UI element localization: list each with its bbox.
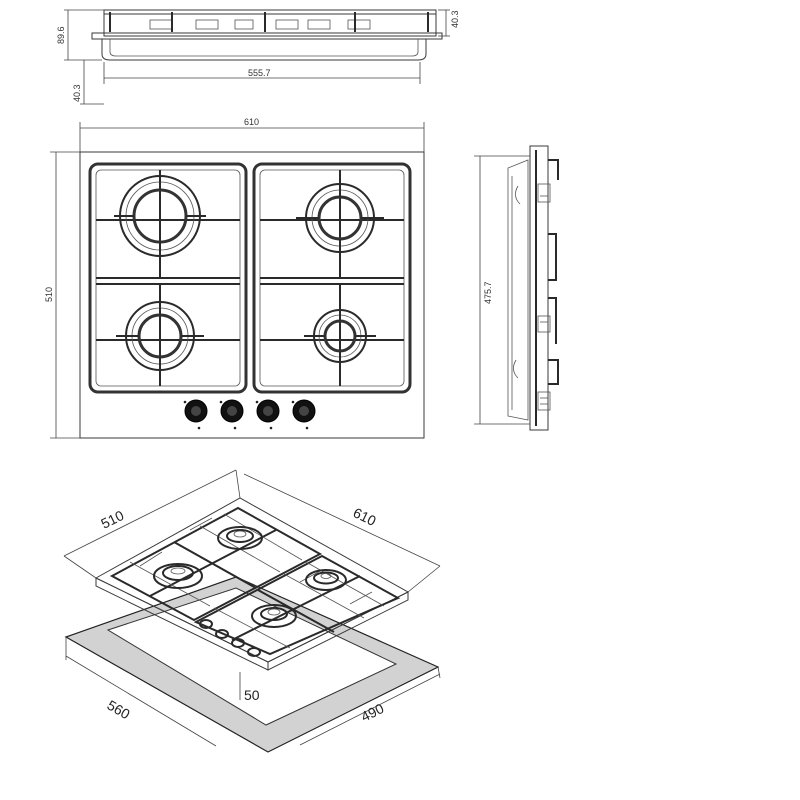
left-pan-grate (88, 162, 248, 394)
burner-rear-left (114, 170, 206, 262)
front-elevation-view: 89.6 40.3 555.7 40.3 (56, 9, 460, 105)
top-width-label: 610 (244, 117, 259, 127)
iso-burner-rear-left (217, 526, 263, 550)
side-body-outline (529, 145, 549, 431)
side-elevation-view: 475.7 (474, 145, 559, 431)
front-body-outline (103, 9, 437, 37)
iso-width-label: 610 (351, 504, 379, 529)
iso-knob-3 (231, 638, 245, 648)
iso-cutout-depth-label: 560 (105, 697, 133, 723)
iso-knob-2 (215, 629, 229, 639)
front-height-label: 89.6 (56, 26, 66, 44)
iso-dimension-lines (63, 469, 441, 747)
side-depth-label: 475.7 (483, 281, 493, 304)
iso-depth-label: 510 (98, 507, 126, 532)
burner-rear-right (296, 172, 384, 264)
front-base-depth-label: 40.3 (72, 84, 82, 102)
isometric-view: 510 610 560 490 50 (63, 469, 441, 753)
hob-top-outline (79, 151, 425, 439)
iso-burner-rear-right (305, 569, 347, 591)
iso-clearance-label: 50 (244, 687, 260, 703)
side-knob-profile (537, 391, 551, 411)
side-base-tray (507, 159, 529, 421)
top-depth-label: 510 (44, 287, 54, 302)
front-dimension-lines (64, 9, 450, 105)
side-grate-profile (537, 159, 559, 411)
iso-burner-front-right (251, 604, 297, 628)
control-knobs (183, 399, 316, 430)
burner-front-left (116, 290, 204, 382)
front-base-width-label: 555.7 (248, 68, 271, 78)
top-plan-view: 610 510 (44, 117, 425, 439)
front-trim-height-label: 40.3 (450, 10, 460, 28)
iso-control-knobs (199, 619, 261, 657)
iso-knob-1 (199, 619, 213, 629)
front-burner-caps (109, 12, 429, 32)
burner-front-right (304, 290, 376, 382)
iso-knob-4 (247, 647, 261, 657)
front-base-tray (101, 39, 427, 61)
iso-burner-front-left (153, 563, 203, 589)
